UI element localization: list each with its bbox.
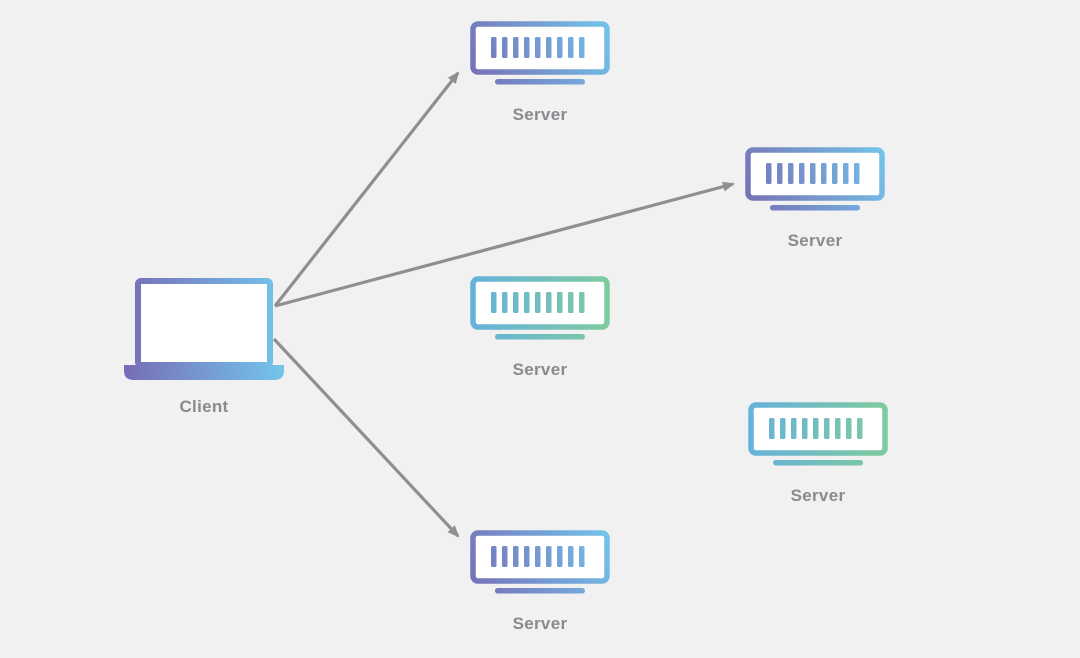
client-label: Client bbox=[179, 397, 229, 416]
server-underline bbox=[495, 79, 585, 85]
node-server-3: Server bbox=[470, 276, 610, 378]
server-icon bbox=[470, 276, 610, 340]
server-underline bbox=[773, 460, 863, 466]
laptop-base bbox=[124, 365, 284, 380]
server-label: Server bbox=[512, 360, 568, 379]
server-underline bbox=[495, 588, 585, 594]
node-server-1: Server bbox=[470, 21, 610, 123]
server-icon bbox=[745, 147, 885, 211]
laptop-screen bbox=[135, 278, 273, 368]
server-vents bbox=[766, 163, 860, 184]
server-vents bbox=[491, 37, 585, 58]
server-label: Server bbox=[512, 614, 568, 633]
server-label: Server bbox=[512, 105, 568, 124]
server-vents bbox=[491, 546, 585, 567]
server-icon bbox=[748, 402, 888, 466]
node-server-5: Server bbox=[470, 530, 610, 632]
connection-arrow-client-to-server-5 bbox=[272, 337, 460, 538]
node-client: Client bbox=[124, 277, 284, 415]
server-label: Server bbox=[790, 486, 846, 505]
connection-arrow-client-to-server-1 bbox=[273, 71, 460, 307]
server-underline bbox=[495, 334, 585, 340]
server-label: Server bbox=[787, 231, 843, 250]
server-icon bbox=[470, 21, 610, 85]
node-server-2: Server bbox=[745, 147, 885, 249]
node-server-4: Server bbox=[748, 402, 888, 504]
server-vents bbox=[769, 418, 863, 439]
server-icon bbox=[470, 530, 610, 594]
server-underline bbox=[770, 205, 860, 211]
laptop-icon bbox=[124, 278, 284, 380]
server-vents bbox=[491, 292, 585, 313]
